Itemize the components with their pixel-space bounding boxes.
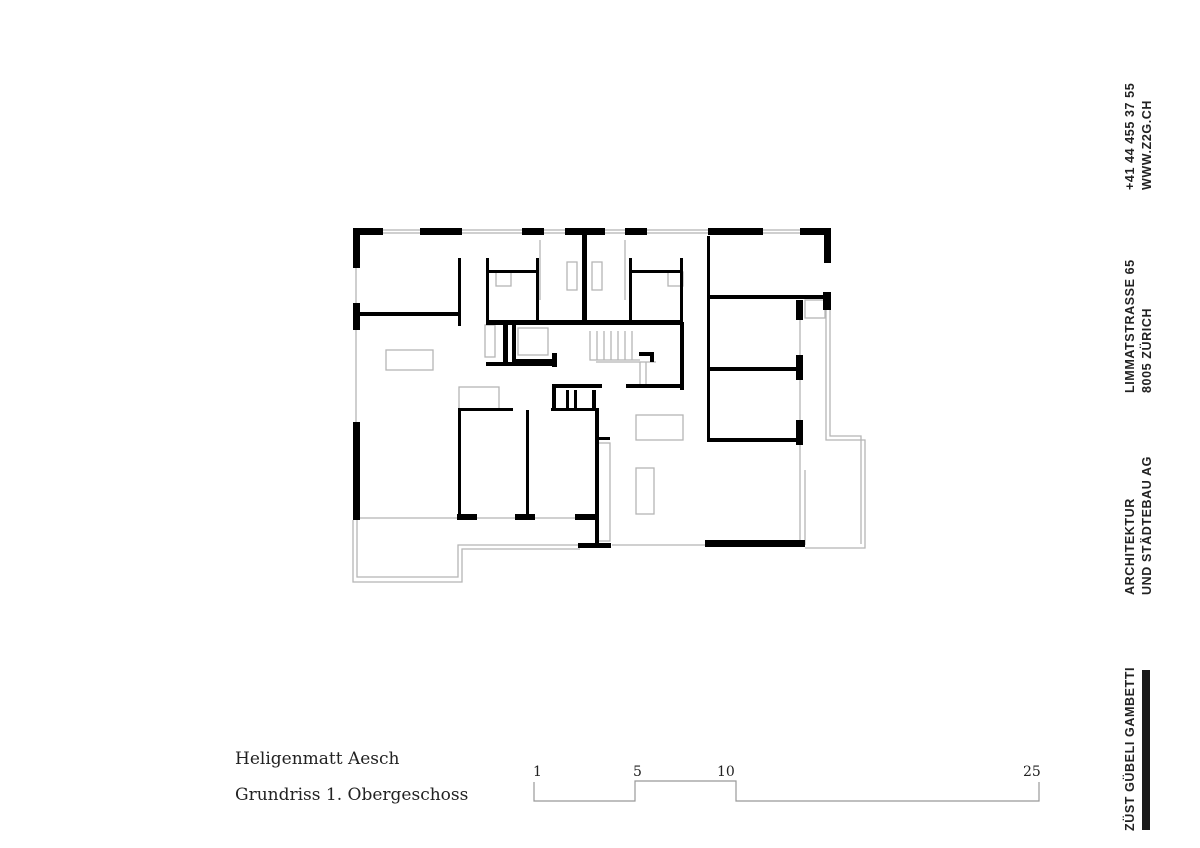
firm-address-city: 8005 ZÜRICH [1140, 307, 1154, 393]
firm-contact: +41 44 455 37 55 WWW.Z2G.CH [1122, 64, 1156, 190]
terrace-south-west [352, 520, 580, 583]
scale-label-25: 25 [1023, 764, 1041, 780]
firm-name-block: ZÜST GÜBELI GAMBETTI [1122, 666, 1139, 831]
project-title: Heligenmatt Aesch [235, 749, 400, 769]
plan-thin-lines [352, 229, 866, 583]
kitchen-island [635, 414, 684, 441]
table [385, 349, 434, 371]
scale-label-10: 10 [717, 764, 735, 780]
plan-walls [353, 228, 831, 548]
sofa [458, 386, 500, 411]
scale-bar [533, 780, 1040, 802]
dining-table [635, 467, 655, 515]
drawing-subtitle: Grundriss 1. Obergeschoss [235, 785, 469, 805]
terrace-east [805, 300, 866, 549]
firm-type: ARCHITEKTUR UND STÄDTEBAU AG [1122, 456, 1156, 595]
firm-web: WWW.Z2G.CH [1140, 99, 1154, 190]
elevator [517, 327, 549, 356]
firm-type-line2: UND STÄDTEBAU AG [1140, 456, 1154, 595]
firm-type-line1: ARCHITEKTUR [1123, 498, 1137, 595]
firm-phone: +41 44 455 37 55 [1123, 82, 1137, 190]
scale-label-1: 1 [533, 764, 542, 780]
firm-logo-bar [1142, 670, 1150, 830]
firm-name: ZÜST GÜBELI GAMBETTI [1123, 666, 1137, 831]
scale-label-5: 5 [633, 764, 642, 780]
firm-address-street: LIMMATSTRASSE 65 [1123, 259, 1137, 393]
firm-address: LIMMATSTRASSE 65 8005 ZÜRICH [1122, 254, 1156, 393]
